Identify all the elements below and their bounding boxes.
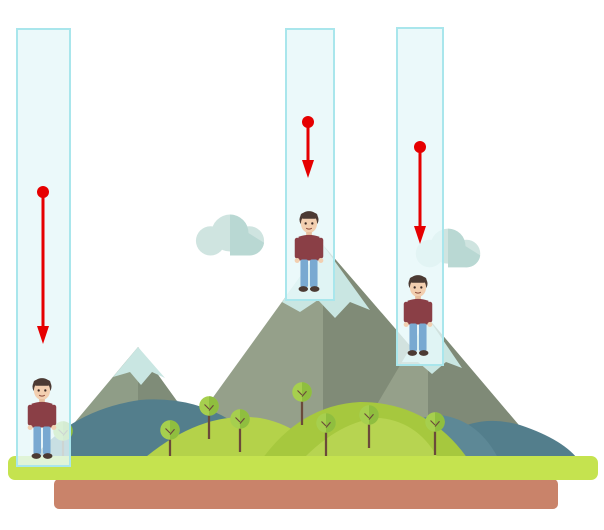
down-arrow-icon xyxy=(414,141,426,244)
fall-columns xyxy=(16,27,444,467)
green-hills xyxy=(140,402,470,462)
grass-strip xyxy=(8,456,598,480)
down-arrow-icon xyxy=(302,116,314,178)
down-arrows xyxy=(37,116,426,344)
soil-block xyxy=(54,479,558,509)
down-arrow-icon xyxy=(37,186,49,344)
cloud-icon xyxy=(195,214,265,256)
